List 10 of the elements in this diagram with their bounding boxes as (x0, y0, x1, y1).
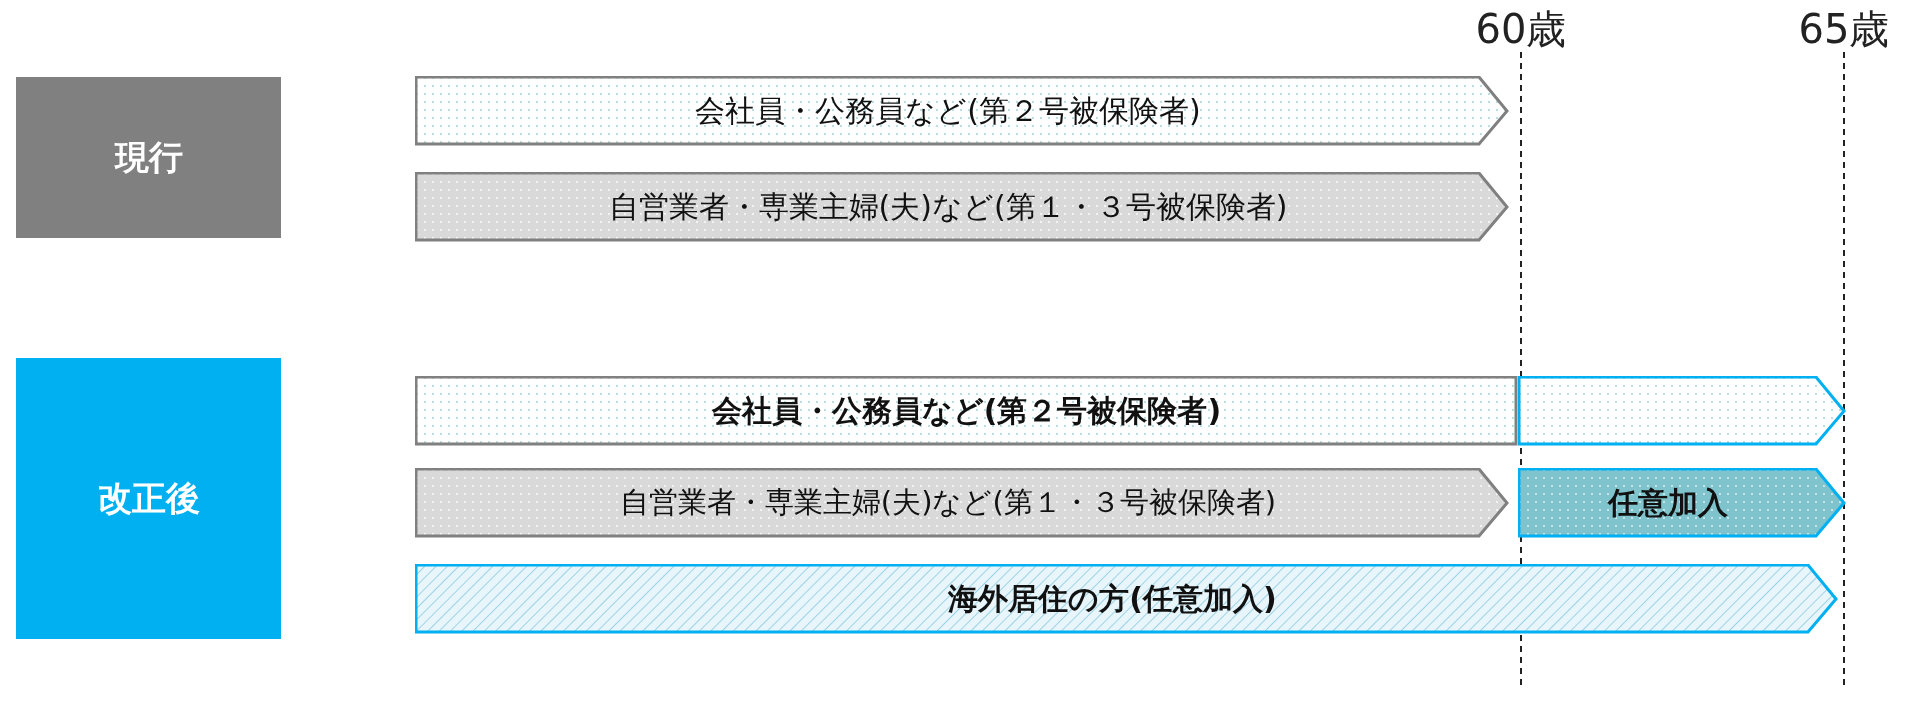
period-arrow-bar: 自営業者・専業主婦(夫)など(第１・３号被保険者) (415, 172, 1509, 242)
extension-arrow-bar (1518, 376, 1846, 446)
period-arrow-bar: 自営業者・専業主婦(夫)など(第１・３号被保険者) (415, 468, 1509, 538)
voluntary-arrow-bar: 任意加入 (1518, 468, 1846, 538)
age-label: 60歳 (1475, 5, 1567, 54)
period-arrow-bar: 会社員・公務員など(第２号被保険者) (415, 76, 1509, 146)
period-arrow-bar: 海外居住の方(任意加入) (415, 564, 1838, 634)
age-label: 65歳 (1798, 5, 1890, 54)
category-box: 現行 (15, 76, 283, 240)
category-box: 改正後 (15, 357, 283, 641)
